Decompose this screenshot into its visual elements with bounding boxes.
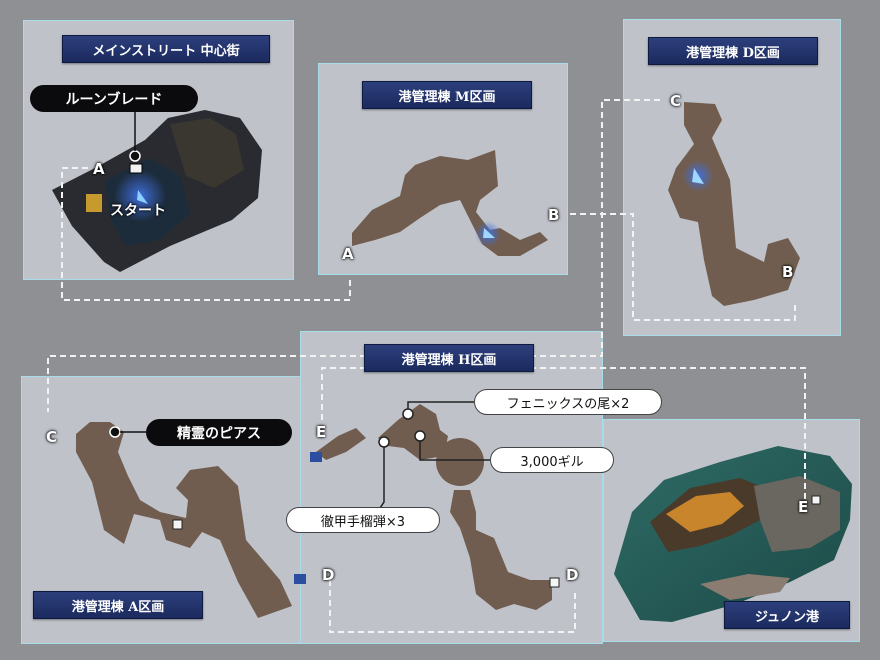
area-title-block-m: 港管理棟 M区画 xyxy=(362,81,532,109)
item-callout-spirit-piercing: 精霊のピアス xyxy=(146,419,292,446)
connector-c-block-a: C xyxy=(46,428,58,446)
main-street-map xyxy=(52,110,262,272)
connector-d-block-a: D xyxy=(322,566,335,584)
area-title-block-h: 港管理棟 H区画 xyxy=(364,344,534,372)
start-label: スタート xyxy=(110,203,166,219)
block-h-map xyxy=(310,401,560,610)
panel-block-d xyxy=(623,19,841,336)
connector-b-block-d: B xyxy=(782,263,794,281)
panel-block-h xyxy=(300,331,603,644)
junon-map xyxy=(614,446,852,622)
area-title-main-street: メインストリート 中心街 xyxy=(62,35,270,63)
block-a-map xyxy=(76,422,306,618)
item-callout-gil: 3,000ギル xyxy=(490,447,614,473)
connector-a-main-street: A xyxy=(93,160,105,178)
connector-c-block-d: C xyxy=(670,92,682,110)
connector-b-block-m: B xyxy=(548,206,560,224)
item-callout-grenade: 徹甲手榴弾×3 xyxy=(286,507,440,533)
block-m-map xyxy=(352,150,548,256)
connector-e-junon: E xyxy=(798,498,809,516)
connector-d-block-h: D xyxy=(566,566,579,584)
connector-e-block-h: E xyxy=(316,423,327,441)
route-lines xyxy=(47,99,806,633)
area-title-block-d: 港管理棟 D区画 xyxy=(648,37,818,65)
connector-a-block-m: A xyxy=(342,245,354,263)
item-callout-phoenix-down: フェニックスの尾×2 xyxy=(474,389,662,415)
area-title-block-a: 港管理棟 A区画 xyxy=(33,591,203,619)
item-callout-rune-blade: ルーンブレード xyxy=(30,85,198,112)
area-title-junon: ジュノン港 xyxy=(724,601,850,629)
block-d-map xyxy=(668,102,800,306)
